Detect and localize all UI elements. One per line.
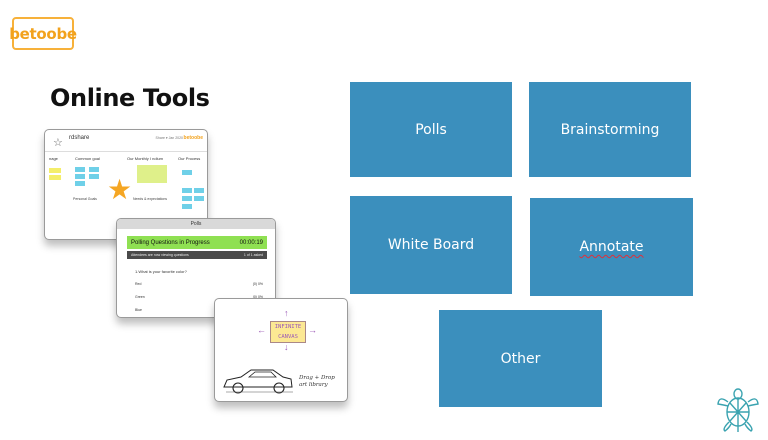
screenshot-header: ☆ rdshare Share ▾ Jan 2020 betoobe [45,130,207,152]
logo-text: betoobe [9,24,77,43]
drag-drop-line-1: Drag + Drop [299,375,335,381]
sticky-note-large [137,165,167,183]
page-title: Online Tools [50,84,210,112]
board-brand: betoobe [183,135,203,141]
sticky-note [89,174,99,179]
drag-drop-line-2: art library [299,382,328,388]
poll-window-title: Polls [117,219,275,229]
car-sketch-icon [223,369,293,394]
poll-viewing: Attendees are now viewing questions [131,253,189,257]
poll-status: Polling Questions in Progress [131,239,210,246]
polls-tile[interactable]: Polls [350,82,512,177]
brainstorming-tile[interactable]: Brainstorming [529,82,691,177]
sticky-note [89,167,99,172]
betoobe-logo: betoobe [9,17,77,50]
polls-label: Polls [415,121,447,138]
poll-status-bar: Polling Questions in Progress 00:00:19 [127,236,267,249]
brainstorming-label: Brainstorming [560,121,660,138]
arrow-up-icon: ↑ [284,308,289,318]
annotate-label: Annotate [579,239,644,255]
poll-option: Blue [135,308,143,312]
board-col-3: Our Monthly I ndium [127,156,164,161]
white-board-tile[interactable]: White Board [350,196,512,294]
poll-screenshot: Polls Polling Questions in Progress 00:0… [116,218,276,318]
star-icon: ★ [107,174,133,205]
sticky-note [182,188,192,193]
sticky-note [194,188,204,193]
turtle-icon [717,388,759,432]
annotate-tile[interactable]: Annotate [530,198,693,296]
poll-option-pct: (0) 0% [252,282,263,286]
board-date: Share ▾ Jan 2020 [155,136,183,140]
poll-timer: 00:00:19 [239,239,263,246]
board-label-personal: Personal Goals [73,197,97,201]
poll-question: 1.What is your favorite color? [135,269,187,274]
board-label-needs: Needs & expectations [133,197,168,201]
star-outline-icon: ☆ [53,137,63,149]
board-col-1: nage [49,156,58,161]
infinite-canvas-box: INFINITE CANVAS [270,321,306,343]
sticky-note [75,181,85,186]
white-board-label: White Board [387,237,475,253]
board-col-4: Our Process [178,156,201,161]
other-tile[interactable]: Other [439,310,602,407]
other-label: Other [500,350,541,367]
poll-option: Red [135,282,142,286]
sticky-note [75,167,85,172]
arrow-down-icon: ↓ [284,342,289,352]
sticky-note [49,168,61,173]
sticky-note [75,174,85,179]
canvas-screenshot: INFINITE CANVAS ↑ ↓ ← → Drag + Drop art … [214,298,348,402]
poll-option: Green [135,295,145,299]
sticky-note [182,196,192,201]
poll-option-pct: (0) 0% [252,295,263,299]
sticky-note [182,170,192,175]
poll-count: 1 of 1 asked [243,253,263,257]
arrow-right-icon: → [308,325,317,335]
board-col-2: Common goal [75,156,100,161]
sticky-note [194,196,204,201]
poll-info-bar: Attendees are now viewing questions 1 of… [127,251,267,259]
sticky-note [49,175,61,180]
drag-drop-label: Drag + Drop art library [299,375,335,389]
board-name: rdshare [69,135,90,141]
sticky-note [182,204,192,209]
arrow-left-icon: ← [257,325,266,335]
